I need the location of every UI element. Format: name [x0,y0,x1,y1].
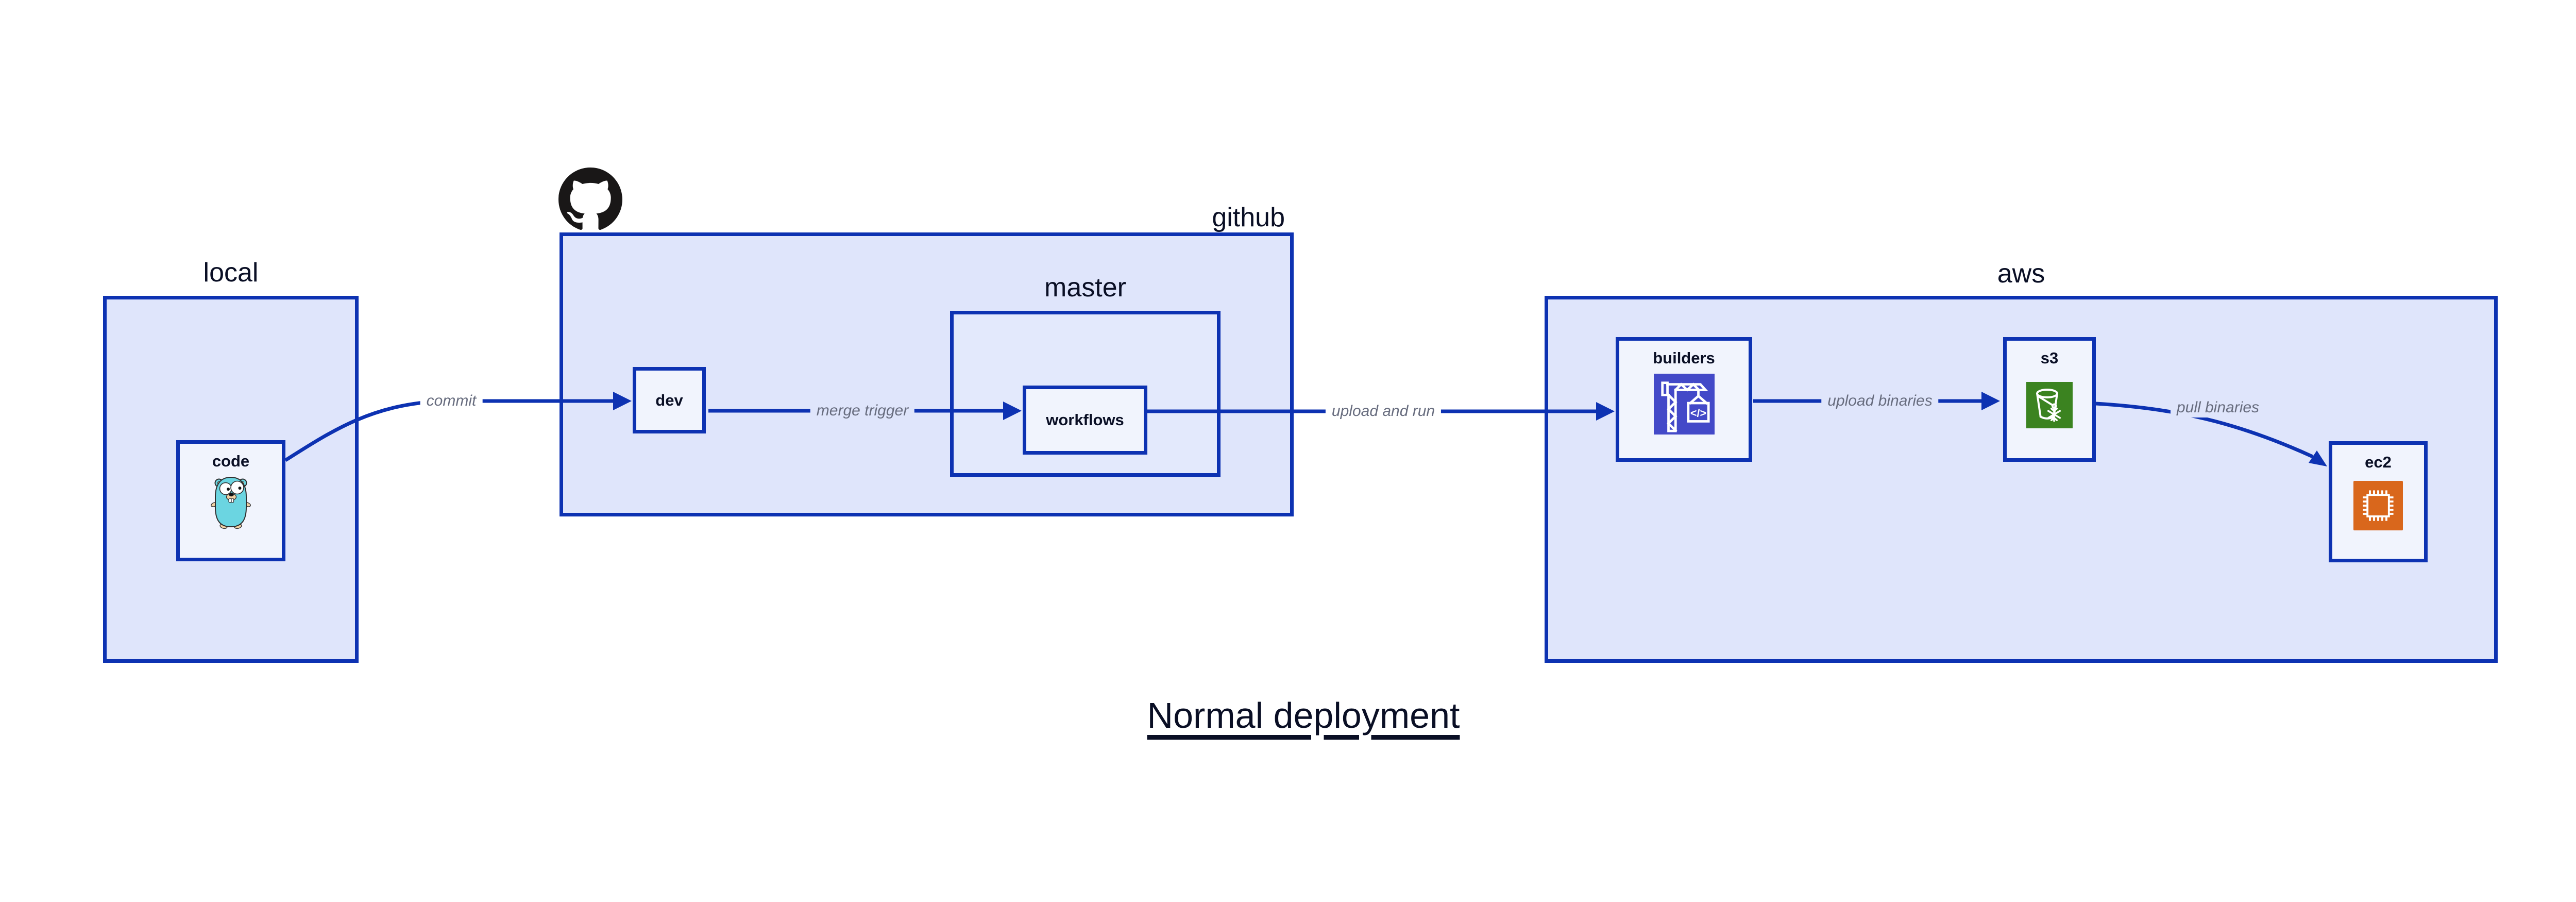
edge-label-upload-and-run: upload and run [1325,402,1442,421]
container-master-label: master [1044,273,1126,303]
node-builders-label: builders [1653,349,1715,367]
node-code: code [176,440,285,561]
node-builders: builders </> [1616,337,1752,462]
edge-label-pull-binaries: pull binaries [2170,398,2266,417]
edge-label-upload-binaries: upload binaries [1821,391,1939,411]
container-local: local code [103,258,359,663]
node-ec2: ec2 [2329,441,2428,562]
s3-bucket-icon [2026,382,2073,428]
node-code-label: code [212,452,250,470]
container-github: github dev master workflows [558,168,1294,516]
edge-label-commit: commit [420,391,483,411]
edge-label-merge-trigger: merge trigger [810,401,915,421]
go-gopher-icon [211,476,251,529]
node-dev-label: dev [655,391,683,409]
node-s3-label: s3 [2040,349,2059,367]
container-aws-label: aws [1997,259,2045,289]
container-aws: aws builders </> s3 [1545,259,2498,663]
node-workflows-label: workflows [1046,411,1124,429]
node-ec2-label: ec2 [2365,453,2392,471]
diagram-title: Normal deployment [1147,695,1460,736]
github-octocat-icon [558,168,622,230]
ec2-chip-icon [2353,481,2403,530]
codebuild-crane-icon: </> [1653,374,1715,435]
node-s3: s3 [2003,337,2096,462]
node-workflows: workflows [1023,386,1147,455]
node-dev: dev [633,367,706,433]
container-github-label: github [1212,203,1285,232]
container-master: master workflows [950,273,1221,477]
container-local-label: local [203,258,259,288]
codebuild-glyph: </> [1690,407,1706,420]
